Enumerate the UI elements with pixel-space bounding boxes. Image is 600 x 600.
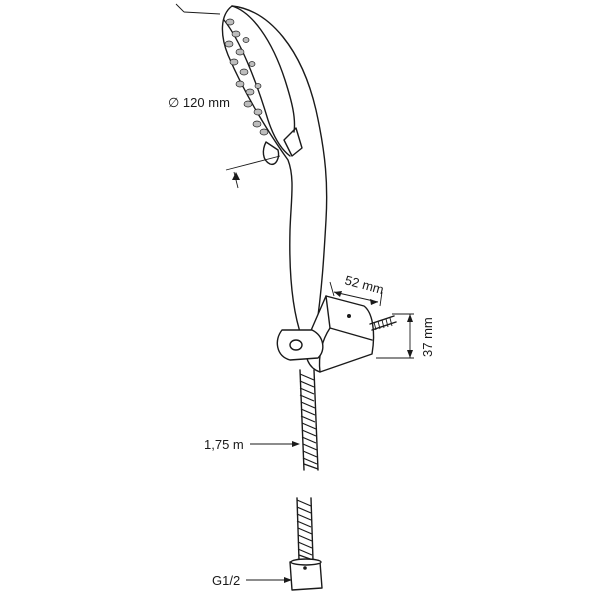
spray-selector xyxy=(262,141,280,165)
thread-label: G1/2 xyxy=(212,573,240,588)
hose-nut xyxy=(289,561,323,591)
dimension-lines xyxy=(175,3,414,583)
holder-depth-label: 52 mm xyxy=(343,272,385,297)
holder-height-label: 37 mm xyxy=(420,317,435,357)
handle-body xyxy=(221,5,328,339)
nozzle-plate xyxy=(224,18,269,136)
wall-holder xyxy=(276,295,397,373)
mounting-bolt xyxy=(369,315,397,331)
hand-shower xyxy=(221,5,328,357)
head-face xyxy=(231,5,296,133)
hose-length-label: 1,75 m xyxy=(204,437,244,452)
flexible-hose xyxy=(289,369,323,591)
head-diameter-label: ∅ 120 mm xyxy=(168,95,230,110)
